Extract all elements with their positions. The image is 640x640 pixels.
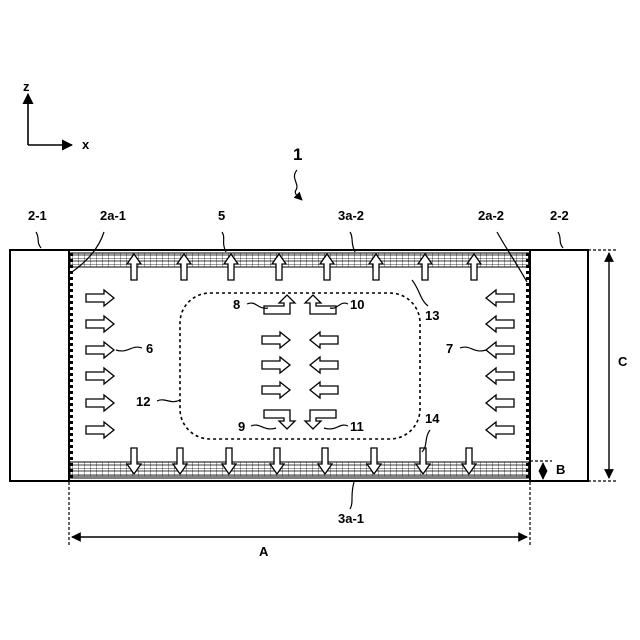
x-axis-label: x [82, 137, 90, 152]
label-10: 10 [350, 297, 364, 312]
figure-number-leader [294, 170, 302, 200]
label-2a-1: 2a-1 [100, 208, 126, 223]
label-7: 7 [446, 341, 453, 356]
label-2-1: 2-1 [28, 208, 47, 223]
dimension-c: C [588, 250, 628, 481]
label-14: 14 [425, 411, 440, 426]
channel-frame [69, 250, 530, 481]
label-12: 12 [136, 394, 150, 409]
left-electrode [10, 250, 69, 481]
label-9: 9 [238, 419, 245, 434]
label-2a-2: 2a-2 [478, 208, 504, 223]
label-6: 6 [146, 341, 153, 356]
label-2-2: 2-2 [550, 208, 569, 223]
label-8: 8 [233, 297, 240, 312]
label-3a-1: 3a-1 [338, 511, 364, 526]
dimension-b-label: B [556, 462, 565, 477]
label-5: 5 [218, 208, 225, 223]
label-3a-2: 3a-2 [338, 208, 364, 223]
label-11: 11 [350, 419, 364, 434]
dimension-a-label: A [259, 544, 269, 559]
label-13: 13 [425, 308, 439, 323]
z-axis-label: z [23, 79, 30, 94]
center-right-arrows [262, 332, 290, 398]
figure-number: 1 [293, 145, 302, 164]
right-electrode [530, 250, 588, 481]
center-left-arrows [310, 332, 338, 398]
dimension-c-label: C [618, 354, 628, 369]
device-body [10, 250, 588, 481]
dimension-a: A [69, 482, 530, 559]
axes-indicator: z x [23, 79, 90, 152]
